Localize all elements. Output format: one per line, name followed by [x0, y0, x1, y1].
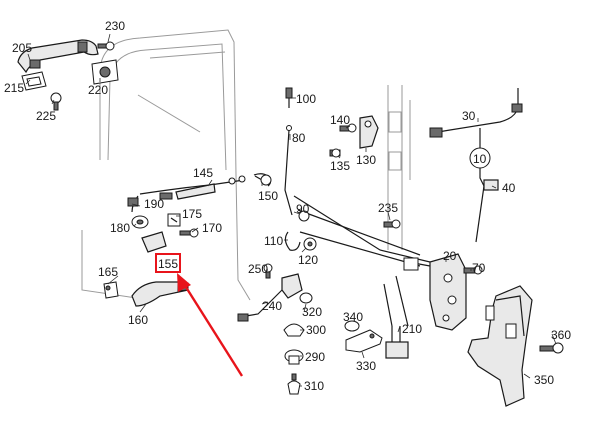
callout-labels: 205 230 215 220 225 100 140 130 80 135 3…: [4, 19, 571, 393]
bracket-330: [345, 329, 383, 353]
callout-40: 40: [502, 181, 516, 195]
lock-actuator-240: [237, 273, 303, 322]
clip-175: [167, 213, 181, 227]
screw-135: [329, 148, 341, 158]
callout-150: 150: [258, 189, 278, 203]
grommet-180: [131, 215, 149, 229]
door-lock-assembly: [383, 253, 467, 331]
callout-10: 10: [473, 152, 487, 166]
grommet-290: [284, 349, 304, 365]
callout-20: 20: [443, 249, 457, 263]
callout-320: 320: [302, 305, 322, 319]
highlight-155: 155: [155, 253, 244, 377]
callout-180: 180: [110, 221, 130, 235]
callout-170: 170: [202, 221, 222, 235]
highlight-arrowhead: [177, 273, 191, 292]
callout-310: 310: [304, 379, 324, 393]
callout-235: 235: [378, 201, 398, 215]
callout-130: 130: [356, 153, 376, 167]
handle-gasket: [21, 71, 47, 91]
bowden-cable: [127, 173, 272, 213]
callout-205: 205: [12, 41, 32, 55]
screw-360: [539, 342, 564, 354]
callout-300: 300: [306, 323, 326, 337]
wiring-harness: [429, 88, 523, 243]
clip-340: [344, 320, 360, 332]
callout-160: 160: [128, 313, 148, 327]
callout-145: 145: [193, 166, 213, 180]
highlight-arrow-line: [182, 283, 244, 377]
lock-rod: [284, 87, 293, 216]
callout-165: 165: [98, 265, 118, 279]
lock-cylinder-gasket: [91, 59, 119, 85]
callout-330: 330: [356, 359, 376, 373]
microswitch-210: [385, 326, 409, 359]
latch-bracket-130: [359, 115, 379, 149]
callout-70: 70: [472, 261, 486, 275]
callout-220: 220: [88, 83, 108, 97]
screw-230: [97, 41, 115, 51]
callout-230: 230: [105, 19, 125, 33]
callout-210: 210: [402, 322, 422, 336]
callout-100: 100: [296, 92, 316, 106]
grommet-300: [283, 323, 305, 337]
highlight-box-155: [155, 253, 181, 273]
callout-140: 140: [330, 113, 350, 127]
callout-360: 360: [551, 328, 571, 342]
callout-250: 250: [248, 262, 268, 276]
screw-235: [383, 219, 401, 229]
callout-120: 120: [298, 253, 318, 267]
outer-door-handle: [17, 39, 99, 74]
pin-310: [287, 373, 301, 395]
callout-135: 135: [330, 159, 350, 173]
callout-290: 290: [305, 350, 325, 364]
clip-320: [299, 292, 313, 304]
screw-170: [179, 228, 199, 238]
callout-190: 190: [144, 197, 164, 211]
callout-340: 340: [343, 310, 363, 324]
callout-225: 225: [36, 109, 56, 123]
callout-80: 80: [292, 131, 306, 145]
callout-240: 240: [262, 299, 282, 313]
callout-175: 175: [182, 207, 202, 221]
callout-90: 90: [296, 202, 310, 216]
handle-bezel-155: [141, 231, 167, 253]
handle-cover-165: [103, 281, 119, 299]
callout-215: 215: [4, 81, 24, 95]
callout-30: 30: [462, 109, 476, 123]
lock-bracket-350: [467, 285, 533, 407]
callout-110: 110: [264, 234, 283, 248]
callout-155: 155: [158, 257, 178, 271]
leader-lines: [25, 33, 557, 387]
screw-70: [463, 265, 483, 275]
screw-225: [50, 92, 62, 111]
callout-350: 350: [534, 373, 554, 387]
